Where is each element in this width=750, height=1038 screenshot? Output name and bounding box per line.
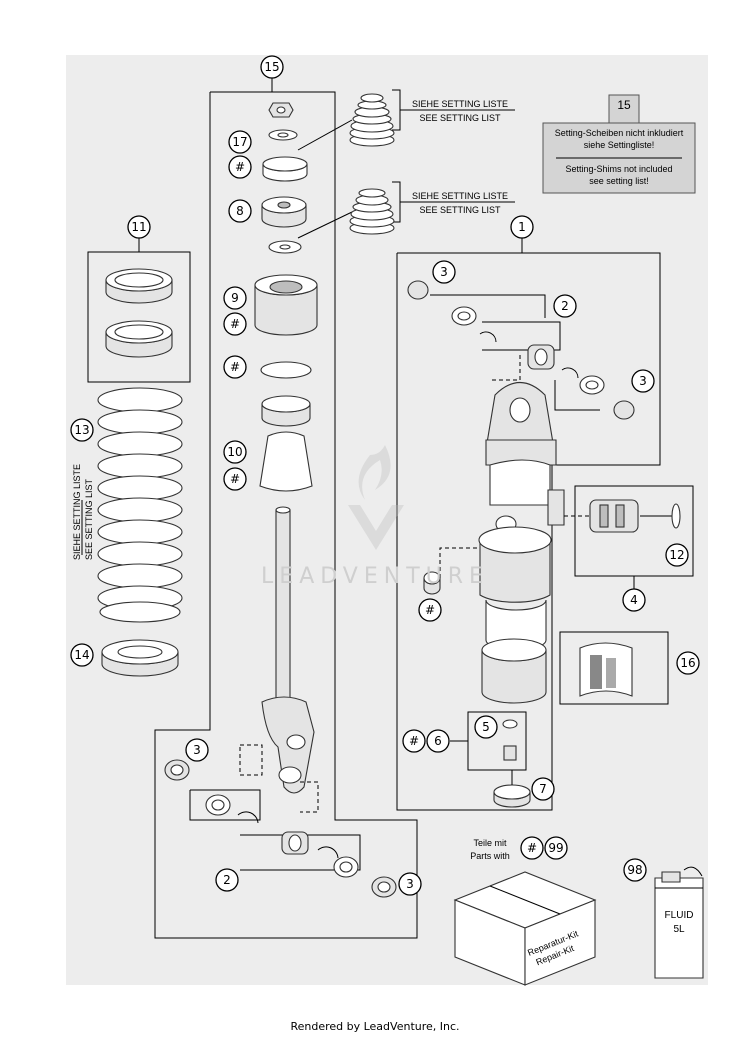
watermark-text: LEADVENTURE [261,564,489,589]
svg-text:#: # [230,472,240,486]
callout-11: 11 [127,215,151,239]
callout-5: 5 [474,715,498,739]
svg-text:#: # [230,317,240,331]
callout-4: 4 [622,588,646,612]
setting-list-de-lower: SIEHE SETTING LISTE [412,191,508,201]
note-en-line1: Setting-Shims not included [565,164,672,174]
callout-13: 13 [70,418,94,442]
footer-credit: Rendered by LeadVenture, Inc. [290,1020,460,1033]
svg-text:#: # [230,360,240,374]
svg-text:#: # [235,160,245,174]
svg-text:15: 15 [264,60,279,74]
svg-text:2: 2 [561,299,569,313]
svg-text:3: 3 [406,877,414,891]
callout-hash-a: # [228,155,252,179]
note-en-line2: see setting list! [589,176,649,186]
callout-17: 17 [228,130,252,154]
callout-12: 12 [665,543,689,567]
spring-setting-de: SIEHE SETTING LISTE [72,464,82,560]
callout-10: 10 [223,440,247,464]
svg-text:5: 5 [482,720,490,734]
svg-text:11: 11 [131,220,146,234]
svg-text:16: 16 [680,656,695,670]
callout-6: 6 [426,729,450,753]
callout-98: 98 [623,858,647,882]
svg-text:2: 2 [223,873,231,887]
svg-text:#: # [527,841,537,855]
svg-text:12: 12 [669,548,684,562]
spring-setting-en: SEE SETTING LIST [84,478,94,560]
shock-body-parts [407,280,635,808]
note-de-line1: Setting-Scheiben nicht inkludiert [555,128,684,138]
svg-text:8: 8 [236,204,244,218]
fluid-volume: 5L [673,924,685,935]
watermark-logo [348,445,404,550]
callout-hash-b: # [223,312,247,336]
callout-3-a: 3 [432,260,456,284]
svg-text:98: 98 [627,863,642,877]
svg-text:13: 13 [74,423,89,437]
setting-list-de-upper: SIEHE SETTING LISTE [412,99,508,109]
callout-7: 7 [531,777,555,801]
svg-text:3: 3 [193,743,201,757]
callout-2-a: 2 [553,294,577,318]
callout-hash-c: # [223,355,247,379]
group-16-outline [559,631,669,705]
callout-parts-99: 99 [544,836,568,860]
setting-list-en-lower: SEE SETTING LIST [419,205,501,215]
note-box-callout: 15 [617,98,631,112]
svg-text:#: # [425,603,435,617]
fluid-can [654,866,704,979]
preload-nuts [105,268,173,358]
repair-kit-box [453,871,597,986]
svg-text:99: 99 [548,841,563,855]
svg-text:4: 4 [630,593,638,607]
decal [579,642,633,697]
adjuster-assembly [564,499,681,533]
piston-rod-assembly [254,102,318,794]
callout-hash-f: # [402,729,426,753]
svg-text:#: # [409,734,419,748]
spring [97,387,183,623]
svg-text:1: 1 [518,220,526,234]
svg-text:10: 10 [227,445,242,459]
svg-text:17: 17 [232,135,247,149]
lower-bearing-parts [164,759,397,898]
callout-3-d: 3 [398,872,422,896]
group-15-outline [154,91,418,939]
callout-9: 9 [223,286,247,310]
svg-text:6: 6 [434,734,442,748]
svg-text:3: 3 [440,265,448,279]
setting-list-en-upper: SEE SETTING LIST [419,113,501,123]
parts-with-de: Teile mit [473,838,507,848]
callout-15-top: 15 [260,55,284,79]
shim-stack-lower [349,188,395,235]
callout-hash-d: # [223,467,247,491]
callout-1: 1 [510,215,534,239]
callout-2-b: 2 [215,868,239,892]
callout-parts-hash: # [520,836,544,860]
callout-hash-e: # [418,598,442,622]
callout-3-c: 3 [185,738,209,762]
callout-8: 8 [228,199,252,223]
fluid-label: FLUID [665,910,694,921]
callout-16: 16 [676,651,700,675]
svg-text:7: 7 [539,782,547,796]
callout-14: 14 [70,643,94,667]
note-de-line2: siehe Settingliste! [584,140,655,150]
shim-stack-upper [349,93,395,147]
spring-retainer [101,639,179,677]
callout-3-b: 3 [631,369,655,393]
svg-text:3: 3 [639,374,647,388]
svg-text:9: 9 [231,291,239,305]
svg-text:14: 14 [74,648,89,662]
parts-with-en: Parts with [470,851,510,861]
